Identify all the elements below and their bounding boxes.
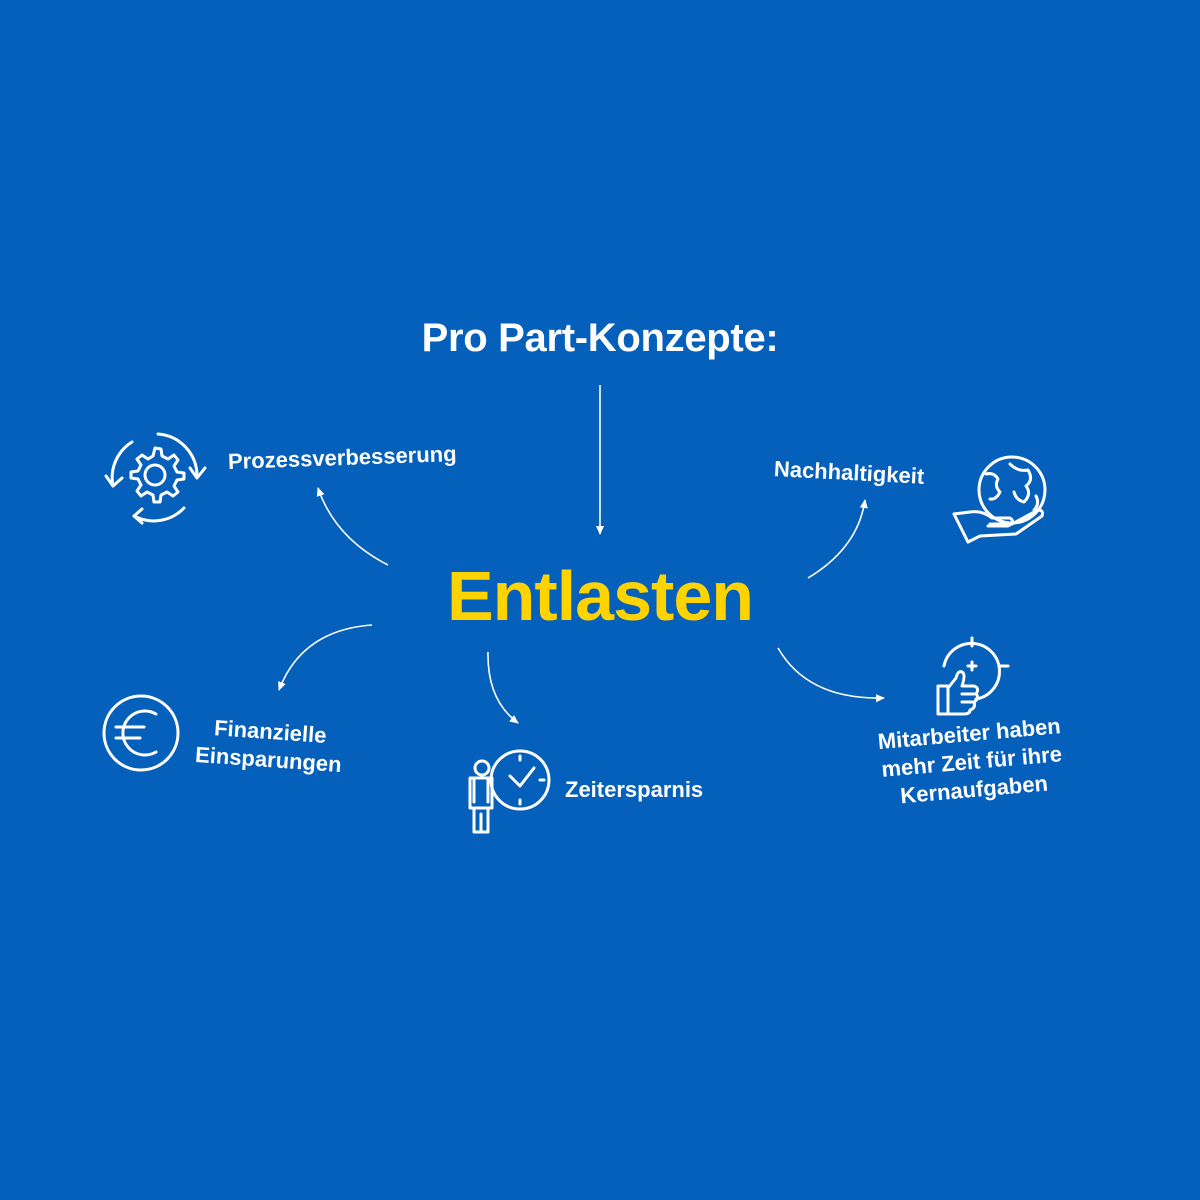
gear-cycle-icon [104, 432, 207, 525]
label-mitarbeiter: Mitarbeiter haben mehr Zeit für ihre Ker… [877, 712, 1067, 812]
label-zeitersparnis: Zeitersparnis [565, 777, 704, 802]
target-thumbs-up-icon [936, 636, 1010, 716]
clock-person-icon [468, 749, 551, 834]
arrow-to-prozess [316, 487, 389, 566]
arrow-to-finanz [278, 624, 373, 691]
center-concept: Entlasten [446, 557, 754, 635]
label-finanzielle-einsparungen: Finanzielle Einsparungen [194, 713, 344, 779]
diagram-title: Pro Part-Konzepte: [421, 316, 779, 360]
arrow-to-mitarbeiter [777, 647, 885, 703]
arrow-to-zeit [487, 651, 519, 724]
globe-hand-icon [952, 455, 1047, 544]
euro-icon [102, 694, 180, 772]
arrow-to-nachhaltigkeit [807, 499, 868, 579]
